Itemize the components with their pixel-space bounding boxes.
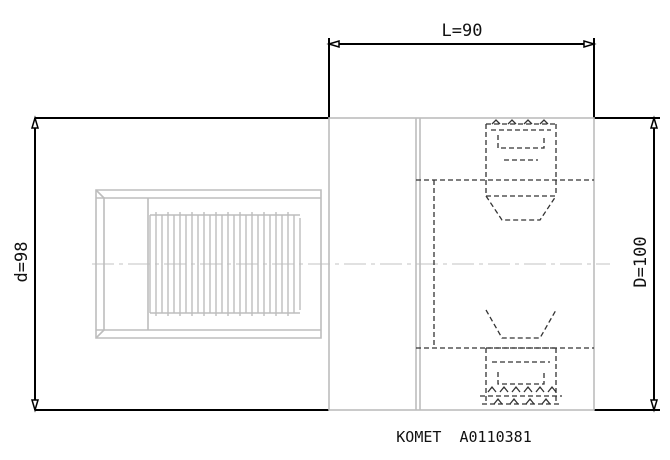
top-screw-teeth	[491, 119, 549, 125]
length-dimension-label: L=90	[442, 21, 483, 41]
body-diameter-label: D=100	[631, 236, 651, 287]
thread-ribs	[149, 212, 301, 316]
body-outline	[328, 117, 595, 411]
drawing-caption: KOMET A0110381	[396, 428, 531, 446]
dimension-arrowheads	[30, 39, 659, 413]
bottom-screw-teeth	[487, 385, 557, 405]
shank-diameter-label: d=98	[12, 242, 32, 283]
shank-outline	[95, 189, 322, 339]
dimension-lines	[34, 38, 660, 411]
top-clamping-screw	[485, 123, 557, 221]
bottom-clamping-screw	[480, 309, 562, 405]
